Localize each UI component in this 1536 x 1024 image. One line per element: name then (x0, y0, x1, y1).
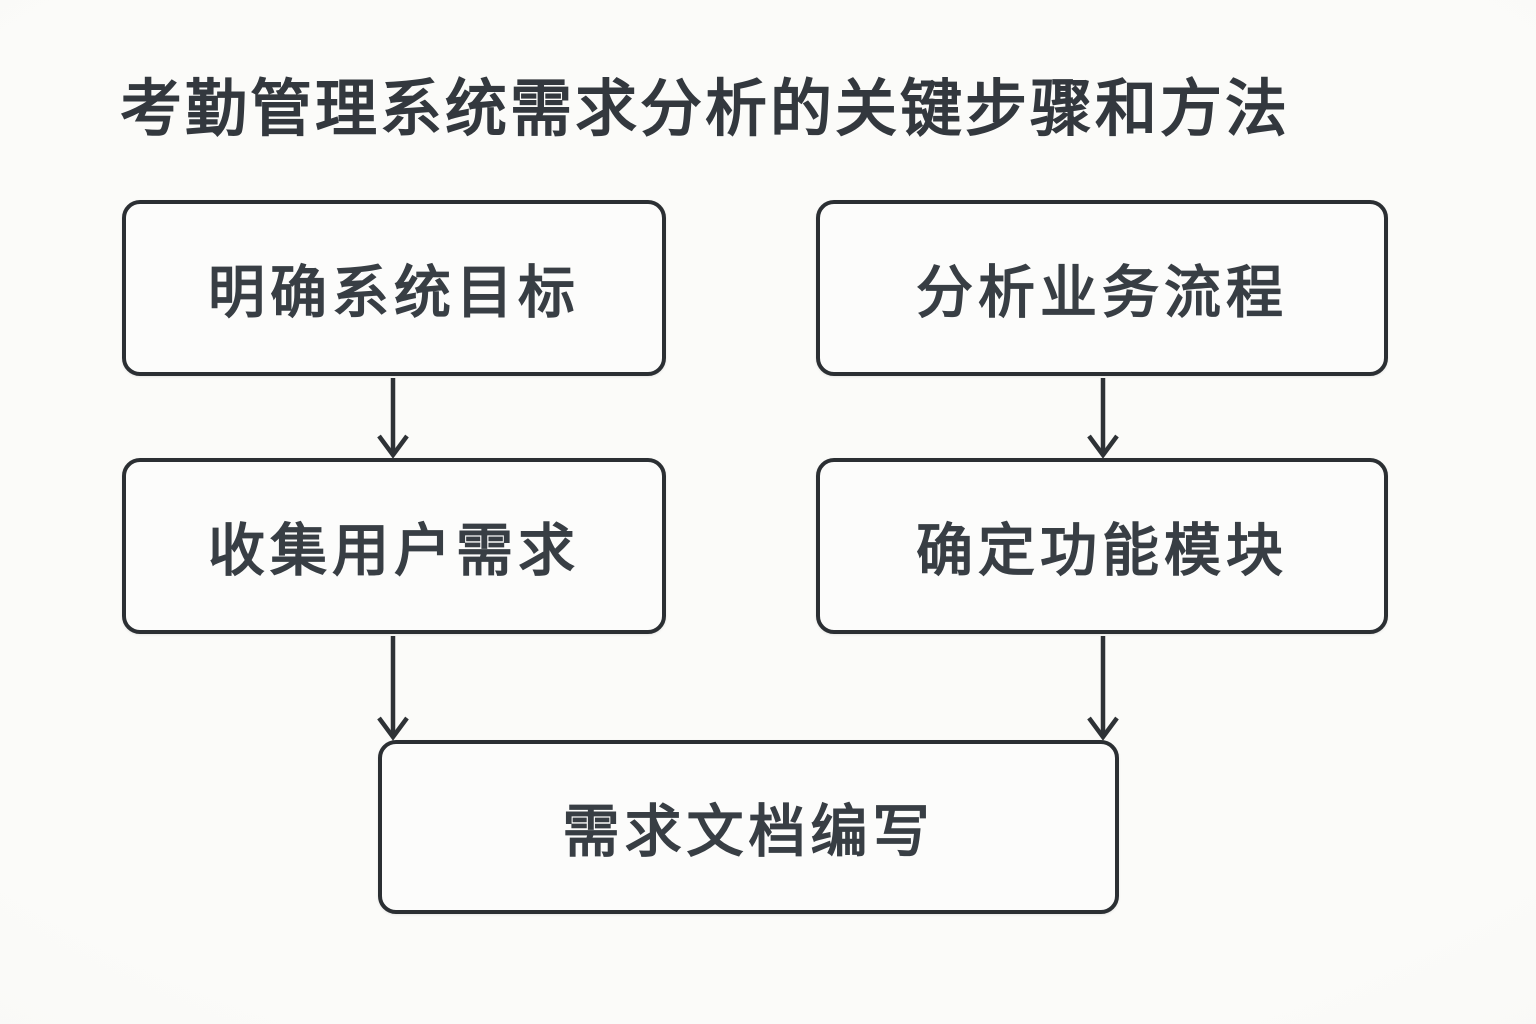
node-label: 明确系统目标 (208, 261, 580, 325)
arrow-define-to-document (1087, 636, 1119, 741)
arrow-analyze-to-define (1087, 378, 1119, 459)
node-collect-user-requirements: 收集用户需求 (122, 458, 666, 634)
page-title: 考勤管理系统需求分析的关键步骤和方法 (120, 75, 1291, 144)
arrow-collect-to-document (377, 636, 409, 741)
node-define-function-modules: 确定功能模块 (816, 458, 1388, 634)
node-write-requirements-document: 需求文档编写 (378, 740, 1119, 914)
node-label: 收集用户需求 (208, 519, 580, 583)
node-analyze-business-process: 分析业务流程 (816, 200, 1388, 376)
node-label: 确定功能模块 (916, 519, 1288, 583)
node-clarify-system-goals: 明确系统目标 (122, 200, 666, 376)
arrow-clarify-to-collect (377, 378, 409, 459)
node-label: 分析业务流程 (916, 261, 1288, 325)
node-label: 需求文档编写 (562, 800, 935, 864)
